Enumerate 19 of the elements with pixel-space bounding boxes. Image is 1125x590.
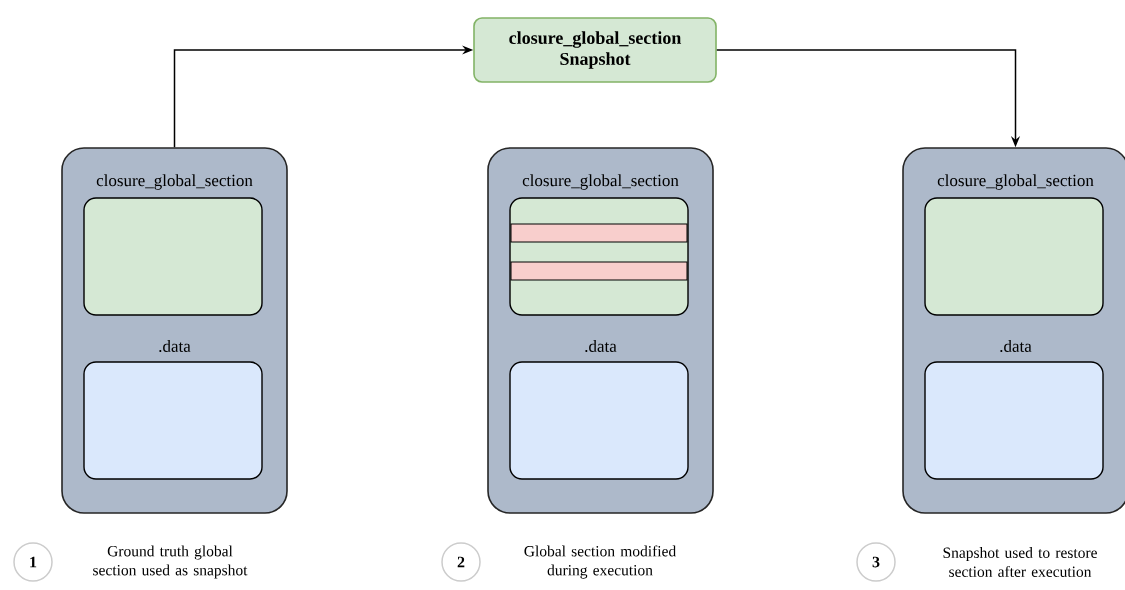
- section-label: .data: [1000, 340, 1032, 352]
- section-label: closure_global_section: [937, 174, 1094, 190]
- snapshot-box: closure_global_section Snapshot: [473, 17, 717, 83]
- step-caption: Ground truth global section used as snapshot: [93, 545, 248, 579]
- memory-region: [509, 361, 689, 480]
- memory-region: [83, 361, 263, 480]
- section-label: closure_global_section: [96, 174, 253, 190]
- memory-region: [924, 197, 1104, 316]
- section-label: .data: [585, 340, 617, 352]
- section-label: .data: [159, 340, 191, 352]
- memory-region: [924, 361, 1104, 480]
- step-caption: Snapshot used to restore section after execution: [943, 547, 1097, 577]
- step-number: 1: [13, 542, 53, 582]
- step-number: 3: [856, 542, 896, 582]
- striped-memory-region: [509, 197, 689, 316]
- step-number: 2: [441, 542, 481, 582]
- memory-region: [83, 197, 263, 316]
- section-label: closure_global_section: [522, 174, 679, 190]
- step-caption: Global section modified during execution: [524, 545, 676, 579]
